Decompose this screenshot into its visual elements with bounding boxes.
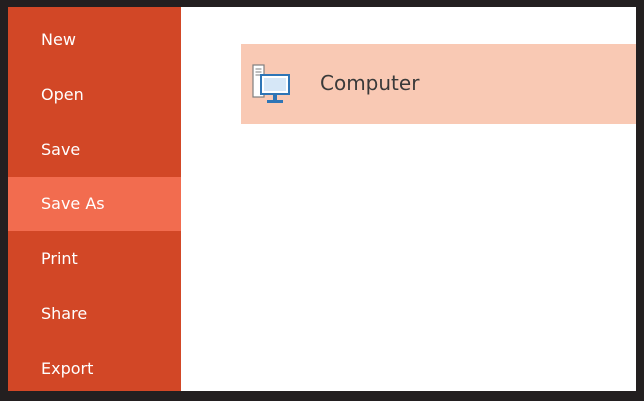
- backstage-sidebar: New Open Save Save As Print Share Export: [8, 7, 181, 391]
- nav-item-save[interactable]: Save: [41, 140, 81, 159]
- save-as-panel: Computer: [181, 7, 636, 391]
- computer-icon: [251, 64, 293, 106]
- nav-item-share[interactable]: Share: [41, 304, 88, 323]
- nav-item-export[interactable]: Export: [41, 359, 94, 378]
- nav-item-open[interactable]: Open: [41, 85, 84, 104]
- backstage-window: New Open Save Save As Print Share Export: [8, 7, 636, 391]
- location-computer[interactable]: Computer: [241, 44, 636, 124]
- nav-item-new[interactable]: New: [41, 30, 76, 49]
- nav-item-save-as[interactable]: Save As: [8, 177, 181, 231]
- location-label: Computer: [320, 71, 420, 95]
- nav-item-print[interactable]: Print: [41, 249, 78, 268]
